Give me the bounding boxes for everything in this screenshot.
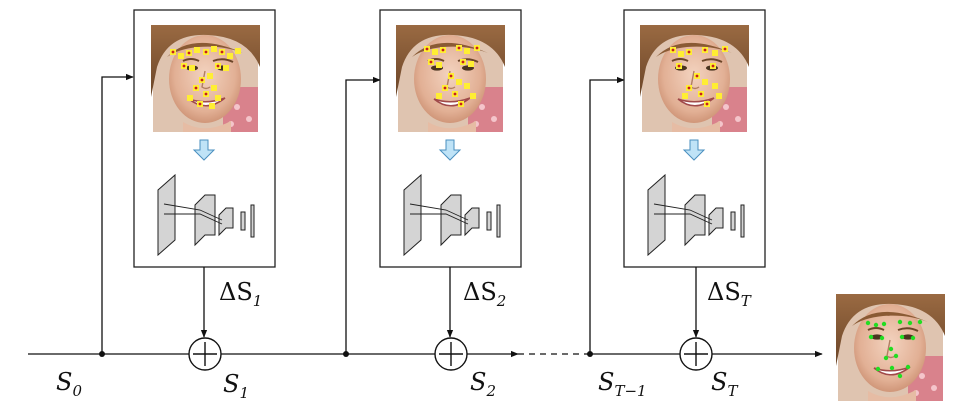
face-image-3 bbox=[639, 24, 750, 133]
landmark-points-1 bbox=[170, 46, 241, 109]
final-face-image bbox=[835, 293, 946, 402]
stage-1: ΔS1 S1 bbox=[133, 9, 276, 402]
sum-node-1 bbox=[188, 337, 222, 371]
delta-label-2: ΔS2 bbox=[463, 278, 506, 310]
sum-node-3 bbox=[679, 337, 713, 371]
st-minus-1-label: ST−1 bbox=[598, 368, 647, 400]
sum-node-2 bbox=[434, 337, 468, 371]
final-landmark-points bbox=[865, 319, 923, 379]
delta-label-3: ΔST bbox=[707, 278, 752, 310]
s0-label: S0 bbox=[56, 368, 82, 400]
delta-label-1: ΔS1 bbox=[219, 278, 262, 310]
out-label-1: S1 bbox=[223, 370, 249, 402]
landmark-points-2 bbox=[424, 45, 480, 107]
feed-line-3 bbox=[589, 76, 625, 354]
down-arrow-icon bbox=[682, 139, 706, 161]
cnn-icon bbox=[403, 173, 501, 257]
down-arrow-icon bbox=[192, 139, 216, 161]
face-image-2 bbox=[395, 24, 506, 133]
landmark-points-3 bbox=[670, 46, 728, 107]
face-image-1 bbox=[150, 24, 261, 133]
down-arrow-icon bbox=[438, 139, 462, 161]
feed-line-2 bbox=[345, 76, 381, 354]
cnn-icon bbox=[647, 173, 745, 257]
out-label-3: ST bbox=[711, 368, 738, 400]
cnn-icon bbox=[157, 173, 255, 257]
stage-T: ΔST ST bbox=[623, 9, 766, 400]
feed-line-1 bbox=[101, 73, 134, 354]
out-label-2: S2 bbox=[470, 368, 496, 400]
stage-2: ΔS2 S2 bbox=[379, 9, 522, 400]
